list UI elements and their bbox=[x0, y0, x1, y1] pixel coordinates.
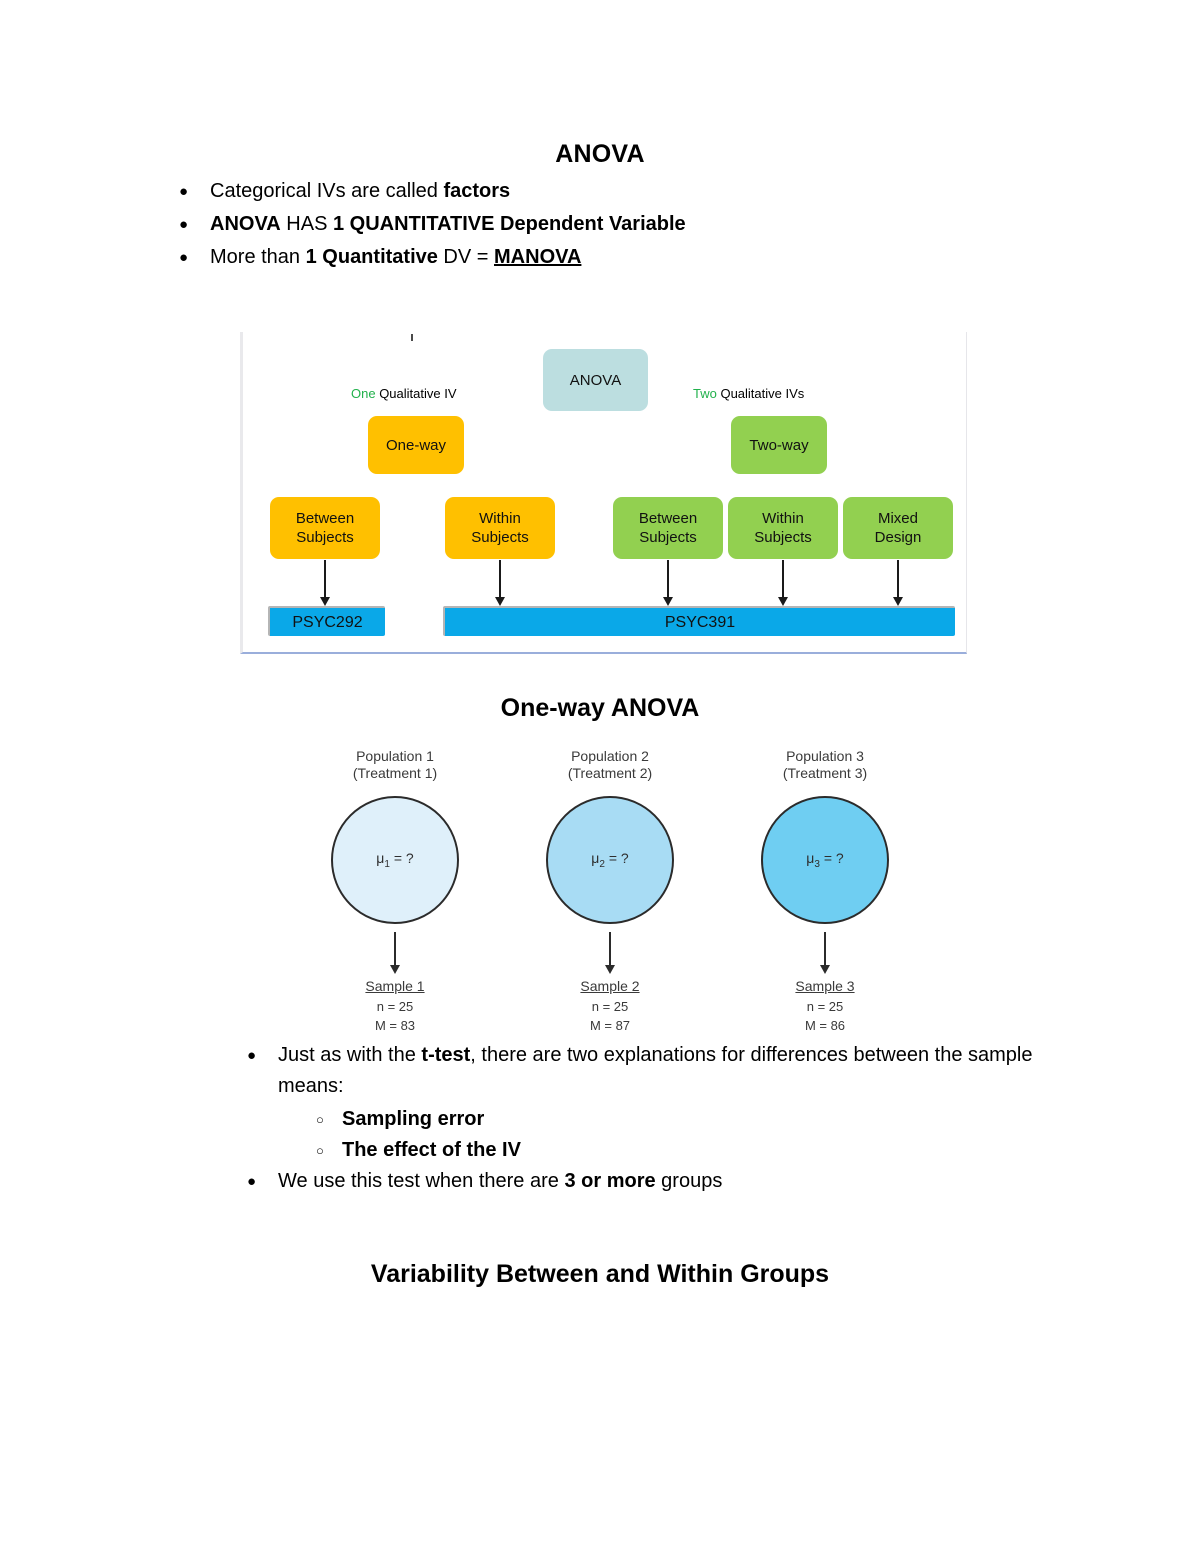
sampling-arrow-icon bbox=[390, 932, 400, 974]
flow-node-label: Two-way bbox=[749, 436, 809, 454]
flow-node-label: Within Subjects bbox=[471, 510, 529, 546]
list-item: ● ANOVA HAS 1 QUANTITATIVE Dependent Var… bbox=[176, 209, 1076, 240]
bullet-text: Categorical IVs are called factors bbox=[210, 180, 511, 202]
sample-n: n = 25 bbox=[806, 999, 844, 1014]
population-column-1: Population 1 (Treatment 1) μ1 = ? Sample… bbox=[300, 748, 490, 1034]
section-heading-one-way-anova: One-way ANOVA bbox=[500, 694, 700, 722]
population-circle: μ1 = ? bbox=[331, 796, 459, 924]
list-item: ○ The effect of the IV bbox=[244, 1135, 1084, 1166]
flow-node-two-way-within-subjects: Within Subjects bbox=[728, 497, 838, 559]
bullet-marker-icon: ● bbox=[247, 1047, 257, 1064]
list-item: ○ Sampling error bbox=[244, 1104, 1084, 1135]
bullet-marker-icon: ● bbox=[247, 1173, 257, 1190]
sub-bullet-marker-icon: ○ bbox=[316, 1112, 324, 1127]
caption-highlight: One bbox=[351, 386, 376, 401]
list-item: ● Just as with the t-test, there are two… bbox=[244, 1040, 1084, 1102]
tick-mark-icon bbox=[411, 334, 413, 341]
bullet-text: More than 1 Quantitative DV = MANOVA bbox=[210, 246, 582, 268]
flow-node-label: Mixed Design bbox=[874, 510, 922, 546]
flow-node-label: One-way bbox=[385, 436, 447, 454]
flow-node-anova-root: ANOVA bbox=[543, 349, 648, 411]
flow-arrow-down bbox=[495, 560, 505, 606]
bullet-marker-icon: ● bbox=[179, 216, 189, 233]
population-sample-figure: Population 1 (Treatment 1) μ1 = ? Sample… bbox=[300, 748, 920, 1033]
list-item: ● We use this test when there are 3 or m… bbox=[244, 1166, 1084, 1197]
population-mean-label: μ1 = ? bbox=[376, 850, 414, 870]
flow-node-label: Between Subjects bbox=[638, 510, 698, 546]
caption-two-qualitative-ivs: Two Qualitative IVs bbox=[693, 385, 804, 402]
population-mean-label: μ3 = ? bbox=[806, 850, 844, 870]
caption-rest: Qualitative IV bbox=[375, 386, 457, 401]
population-title: Population 2 (Treatment 2) bbox=[567, 748, 653, 781]
section-heading-variability: Variability Between and Within Groups bbox=[370, 1260, 830, 1288]
sub-bullet-text: The effect of the IV bbox=[342, 1139, 521, 1161]
caption-one-qualitative-iv: One Qualitative IV bbox=[351, 385, 457, 402]
population-column-3: Population 3 (Treatment 3) μ3 = ? Sample… bbox=[730, 748, 920, 1034]
flow-node-label: Between Subjects bbox=[295, 510, 355, 546]
flow-node-two-way: Two-way bbox=[731, 416, 827, 474]
sample-name: Sample 1 bbox=[365, 978, 425, 994]
sampling-arrow-icon bbox=[820, 932, 830, 974]
sub-bullet-marker-icon: ○ bbox=[316, 1143, 324, 1158]
list-item: ● Categorical IVs are called factors bbox=[176, 176, 1076, 207]
flowchart-canvas: ANOVA One Qualitative IV Two Qualitative… bbox=[243, 332, 970, 654]
anova-flowchart-figure: ANOVA One Qualitative IV Two Qualitative… bbox=[240, 332, 967, 654]
sample-n: n = 25 bbox=[376, 999, 414, 1014]
flow-arrow-down bbox=[320, 560, 330, 606]
intro-bullet-list: ● Categorical IVs are called factors ● A… bbox=[176, 176, 1076, 275]
flow-bar-psyc292: PSYC292 bbox=[268, 606, 385, 636]
sub-bullet-text: Sampling error bbox=[342, 1108, 485, 1130]
flow-bar-label: PSYC292 bbox=[292, 613, 363, 631]
flow-arrow-down bbox=[778, 560, 788, 606]
bullet-marker-icon: ● bbox=[179, 249, 189, 266]
sample-name: Sample 3 bbox=[795, 978, 855, 994]
bullet-text: We use this test when there are 3 or mor… bbox=[278, 1170, 723, 1192]
flow-arrow-down bbox=[663, 560, 673, 606]
flow-node-two-way-between-subjects: Between Subjects bbox=[613, 497, 723, 559]
sample-mean: M = 86 bbox=[804, 1018, 846, 1033]
population-title: Population 3 (Treatment 3) bbox=[782, 748, 868, 781]
flow-node-label: ANOVA bbox=[569, 371, 622, 389]
sample-name: Sample 2 bbox=[580, 978, 640, 994]
sample-n: n = 25 bbox=[591, 999, 629, 1014]
page-title: ANOVA bbox=[555, 140, 645, 168]
flow-bar-psyc391: PSYC391 bbox=[443, 606, 955, 636]
flow-node-one-way-within-subjects: Within Subjects bbox=[445, 497, 555, 559]
flow-bar-label: PSYC391 bbox=[664, 613, 736, 631]
sub-bullet-list: ○ Sampling error ○ The effect of the IV bbox=[244, 1104, 1084, 1166]
bullet-text: Just as with the t-test, there are two e… bbox=[278, 1044, 1033, 1097]
population-title: Population 1 (Treatment 1) bbox=[352, 748, 438, 781]
caption-highlight: Two bbox=[693, 386, 717, 401]
sampling-arrow-icon bbox=[605, 932, 615, 974]
flow-arrow-down bbox=[893, 560, 903, 606]
bullet-marker-icon: ● bbox=[179, 183, 189, 200]
flow-node-one-way-between-subjects: Between Subjects bbox=[270, 497, 380, 559]
population-column-2: Population 2 (Treatment 2) μ2 = ? Sample… bbox=[515, 748, 705, 1034]
population-circle: μ2 = ? bbox=[546, 796, 674, 924]
flow-node-two-way-mixed-design: Mixed Design bbox=[843, 497, 953, 559]
population-mean-label: μ2 = ? bbox=[591, 850, 629, 870]
list-item: ● More than 1 Quantitative DV = MANOVA bbox=[176, 242, 1076, 273]
caption-rest: Qualitative IVs bbox=[716, 386, 805, 401]
flow-node-label: Within Subjects bbox=[754, 510, 812, 546]
body-bullet-list: ● Just as with the t-test, there are two… bbox=[244, 1040, 1084, 1199]
population-circle: μ3 = ? bbox=[761, 796, 889, 924]
bullet-text: ANOVA HAS 1 QUANTITATIVE Dependent Varia… bbox=[210, 213, 686, 235]
sub-bullet-group: ○ Sampling error ○ The effect of the IV bbox=[244, 1104, 1084, 1166]
sample-mean: M = 83 bbox=[374, 1018, 416, 1033]
sample-mean: M = 87 bbox=[589, 1018, 631, 1033]
flow-node-one-way: One-way bbox=[368, 416, 464, 474]
